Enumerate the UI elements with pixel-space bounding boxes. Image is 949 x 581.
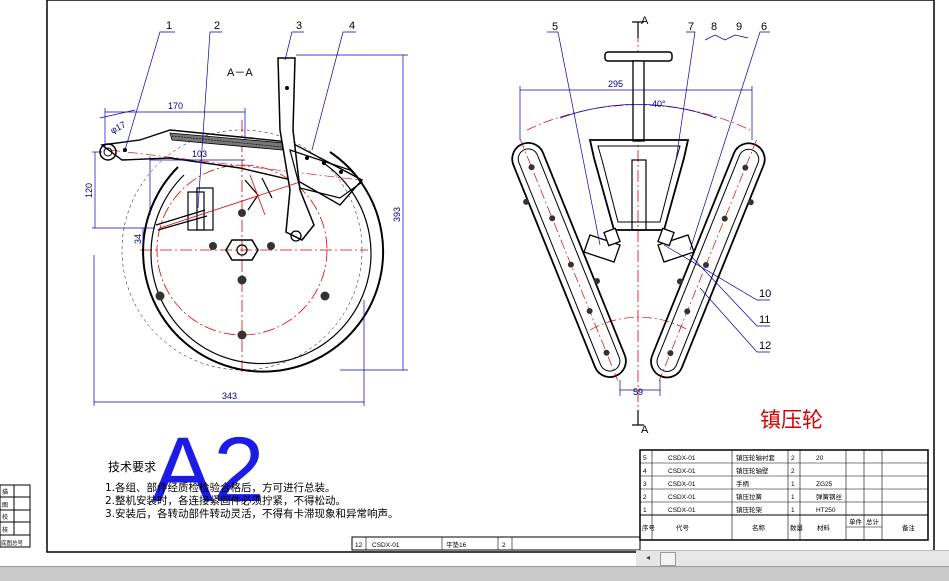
- bom-row-qty: 2: [791, 468, 795, 475]
- callout-2: 2: [214, 20, 220, 32]
- bom-header-cell: 单件: [849, 517, 863, 526]
- bom-row-material: 弹簧钢丝: [816, 492, 843, 501]
- tech-requirements-title: 技术要求: [108, 460, 157, 474]
- bom-row-no: 4: [643, 468, 647, 475]
- bom-row-code: CSDX-01: [668, 455, 696, 462]
- callout-12: 12: [759, 340, 771, 352]
- bom-row-name: 手柄: [736, 479, 750, 488]
- scrollbar-thumb[interactable]: [660, 552, 676, 566]
- status-bar: [0, 566, 949, 581]
- paper-size-watermark: A2: [152, 419, 265, 521]
- dim-phi17: φ17: [109, 119, 128, 135]
- bom-row-no: 3: [643, 481, 647, 488]
- bom-table: [351, 449, 929, 551]
- sheet-border: [46, 0, 935, 553]
- strip-label-4: 底图总号: [1, 539, 24, 547]
- callout-9: 9: [736, 21, 742, 33]
- drawing-title: 镇压轮: [760, 408, 823, 432]
- bom-row-qty: 1: [791, 507, 795, 514]
- bom-row-name: 镇压拉簧: [736, 492, 763, 501]
- bom-bottom-qty: 2: [502, 542, 506, 549]
- bom-row-qty: 1: [791, 481, 795, 488]
- scroll-left-arrow-icon[interactable]: ◂: [646, 553, 651, 562]
- section-view-left: [99, 57, 385, 373]
- dim-170: 170: [168, 101, 183, 111]
- bom-row-no: 5: [643, 455, 647, 462]
- bom-bottom-code: CSDX-01: [372, 542, 400, 549]
- tech-requirement-2: 2.整机安装时，各连接紧固件必须拧紧，不得松动。: [105, 495, 347, 507]
- bom-row-material: 20: [816, 455, 824, 462]
- bom-row-code: CSDX-01: [668, 468, 696, 475]
- bom-header-cell: 总计: [866, 517, 880, 526]
- left-title-strip: 描 图 校 核 底图总号: [0, 484, 31, 548]
- dim-393: 393: [392, 207, 402, 222]
- bom-row-material: ZG25: [816, 481, 833, 488]
- callout-11: 11: [759, 314, 770, 326]
- strip-label-1: 图: [2, 502, 8, 509]
- bom-header-cell: 数量: [790, 523, 804, 532]
- right-dimensions: [519, 86, 753, 396]
- section-mark-top: A: [641, 15, 649, 27]
- section-mark-bottom: A: [641, 424, 649, 436]
- right-leaders: [547, 31, 770, 353]
- dim-103: 103: [192, 149, 207, 159]
- callout-4: 4: [349, 20, 355, 32]
- bom-header-cell: 材料: [817, 523, 831, 532]
- callout-1: 1: [166, 20, 172, 32]
- bom-row-code: CSDX-01: [668, 507, 696, 514]
- dim-295: 295: [608, 79, 623, 89]
- bom-row-code: CSDX-01: [668, 494, 696, 501]
- bom-row-name: 镇压轮轴衬套: [736, 453, 776, 462]
- bom-row-name: 镇压轮架: [736, 505, 763, 514]
- left-leaders: [124, 31, 356, 209]
- callout-8: 8: [711, 21, 717, 33]
- strip-label-0: 描: [2, 488, 8, 496]
- bom-row-material: HT250: [816, 507, 836, 514]
- dim-120: 120: [84, 183, 94, 198]
- bom-row-name: 镇压轮轴壁: [736, 466, 769, 475]
- strip-label-2: 校: [2, 513, 8, 521]
- callout-6: 6: [761, 21, 767, 33]
- dim-343: 343: [222, 391, 237, 401]
- bom-row-qty: 2: [791, 455, 795, 462]
- dim-59: 59: [633, 387, 643, 397]
- front-view-right: [511, 30, 766, 425]
- section-cut-marks: [632, 21, 644, 426]
- tech-requirement-3: 3.安装后，各转动部件转动灵活，不得有卡滞现象和异常响声。: [105, 508, 399, 520]
- dim-34: 34: [133, 234, 143, 244]
- horizontal-scrollbar[interactable]: [636, 550, 949, 567]
- bom-header-cell: 备注: [902, 523, 916, 532]
- section-label: A－A: [227, 67, 253, 79]
- bom-bottom-no: 12: [355, 542, 363, 549]
- bom-bottom-row: 12 CSDX-01 平垫16 2: [355, 540, 506, 549]
- bom-header-cell: 名称: [752, 523, 766, 532]
- bom-bottom-name: 平垫16: [446, 540, 467, 549]
- callout-10: 10: [759, 288, 771, 300]
- bom-row-qty: 1: [791, 494, 795, 501]
- bom-header-cell: 代号: [676, 523, 690, 532]
- callout-5: 5: [552, 21, 558, 33]
- bom-row-code: CSDX-01: [668, 481, 696, 488]
- dim-40deg: 40°: [652, 99, 666, 109]
- callout-7: 7: [688, 21, 694, 33]
- bom-row-no: 2: [643, 494, 647, 501]
- tech-requirement-1: 1.各组、部件经质检检验合格后，方可进行总装。: [105, 482, 336, 494]
- callout-3: 3: [296, 20, 302, 32]
- strip-label-3: 核: [2, 526, 8, 534]
- bom-row-no: 1: [643, 507, 647, 514]
- bom-header-cell: 序号: [642, 523, 656, 532]
- left-dimensions: [92, 54, 408, 406]
